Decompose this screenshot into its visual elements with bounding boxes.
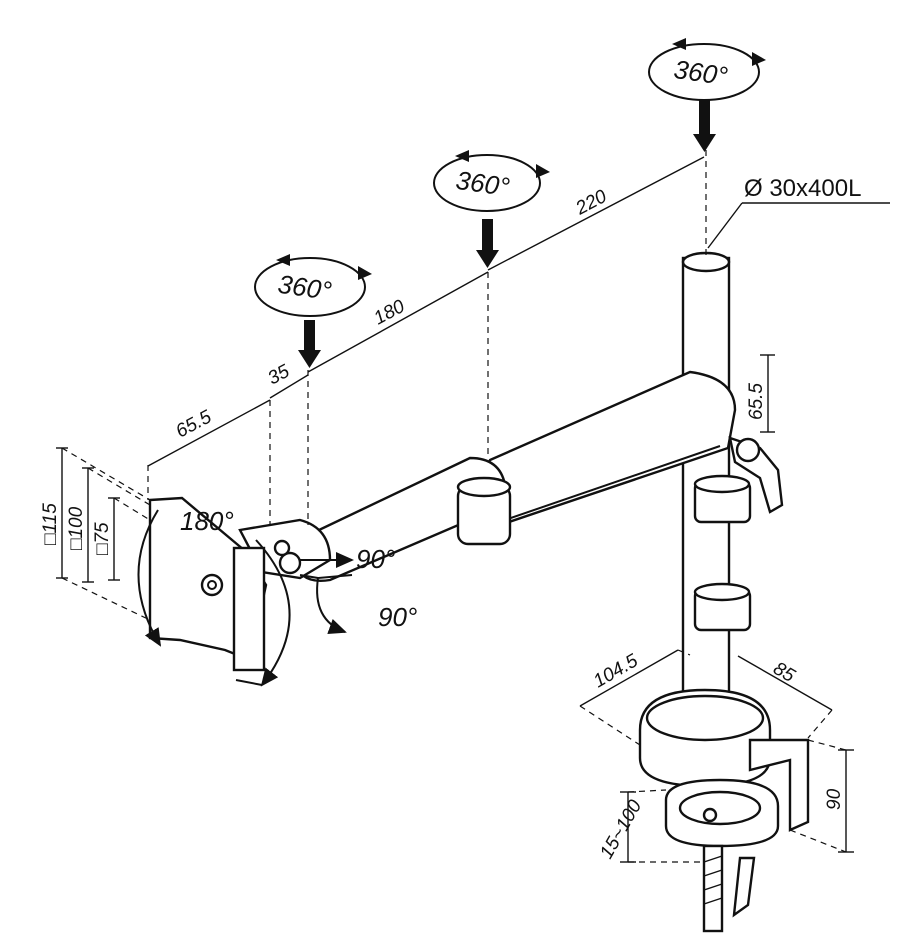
rotate-arrow-tail xyxy=(235,679,263,686)
rotate-arrow-right xyxy=(255,539,291,687)
base-dimension-lines xyxy=(579,649,854,863)
dim-line-220 xyxy=(487,156,705,271)
pole xyxy=(681,251,752,730)
pole-spec-leader xyxy=(707,202,743,249)
dim-line-180 xyxy=(307,271,489,373)
dim-clamp-height: 90 xyxy=(824,788,845,810)
dim-220: 220 xyxy=(572,186,611,220)
vesa-dimensions xyxy=(56,447,151,621)
dim-65-5: 65.5 xyxy=(172,406,215,442)
dim-line-35 xyxy=(269,374,309,399)
dim-clamp-range: 15~100 xyxy=(596,796,646,862)
tension-handle xyxy=(728,436,784,514)
vesa-plate xyxy=(148,496,268,672)
tilt-arrow-stem xyxy=(299,574,319,579)
vesa-115: □115 xyxy=(40,503,61,545)
rotation-label-middle: 360° xyxy=(454,165,511,202)
dim-height-65-5: 65.5 xyxy=(746,383,767,420)
dim-35: 35 xyxy=(264,361,293,390)
tilt-up-label: 90° xyxy=(356,544,395,574)
vesa-100: □100 xyxy=(66,506,87,550)
dim-180: 180 xyxy=(370,296,408,330)
rotation-label-pole: 360° xyxy=(672,54,729,91)
middle-joint-top xyxy=(456,476,512,498)
vesa-75: □75 xyxy=(92,522,113,555)
pole-spec-label: Ø 30x400L xyxy=(744,175,861,202)
desk-clamp xyxy=(638,688,810,933)
rotation-label-arm: 360° xyxy=(276,269,333,306)
dim-base-depth: 85 xyxy=(770,658,799,687)
rotate-arrow-left xyxy=(137,509,162,647)
dim-line-65-5 xyxy=(147,399,271,467)
rotation-badge-middle: 360° xyxy=(433,150,550,268)
rotation-badge-pole: 360° xyxy=(648,38,766,152)
rotation-badge-arm: 360° xyxy=(254,254,372,368)
tilt-down-arrow xyxy=(316,574,353,635)
tilt-down-label: 90° xyxy=(378,602,417,632)
rotate-180-label: 180° xyxy=(180,506,234,536)
